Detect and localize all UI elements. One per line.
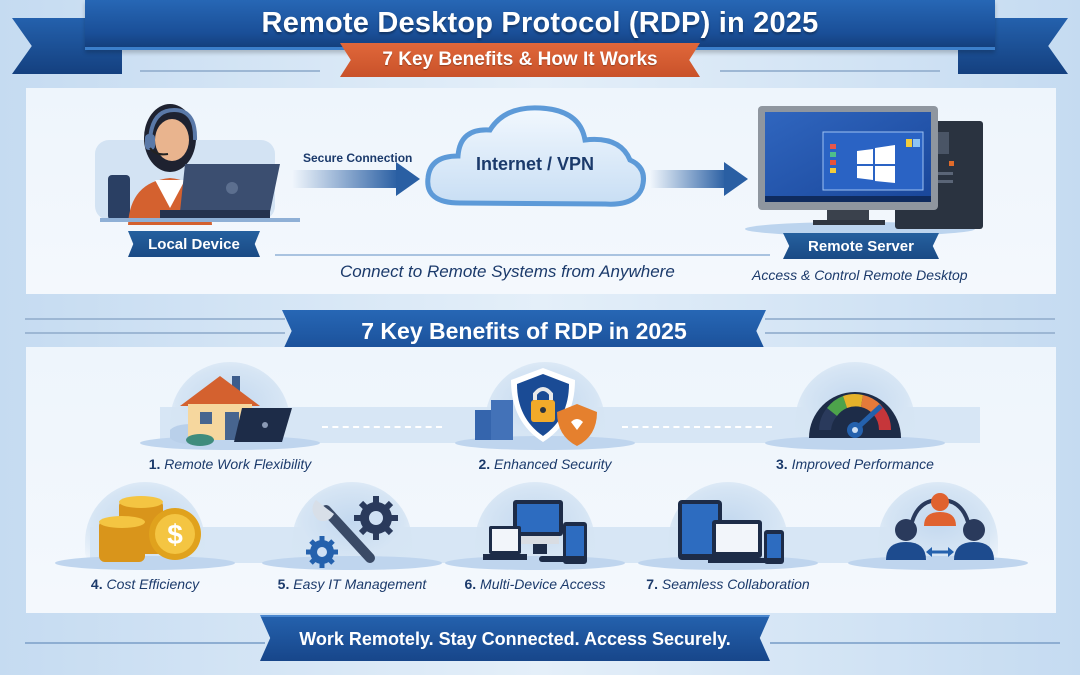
desktop-computer-icon bbox=[758, 106, 983, 229]
wrench-gears-icon bbox=[306, 496, 398, 568]
cloud-label: Internet / VPN bbox=[475, 154, 595, 174]
cloud-icon: Internet / VPN bbox=[420, 98, 650, 218]
benefit-item-2: 2. Enhanced Security bbox=[445, 362, 645, 482]
benefit-label: 5. Easy IT Management bbox=[277, 576, 427, 592]
arrow-right-icon bbox=[292, 162, 420, 196]
footer-banner: Work Remotely. Stay Connected. Access Se… bbox=[260, 615, 770, 661]
divider-line bbox=[275, 254, 770, 256]
subtitle-banner: 7 Key Benefits & How It Works bbox=[340, 43, 700, 77]
dashed-connector bbox=[322, 426, 442, 428]
house-laptop-icon bbox=[170, 376, 292, 446]
benefits-section-title: 7 Key Benefits of RDP in 2025 bbox=[282, 310, 766, 352]
multi-devices-icon bbox=[483, 500, 587, 564]
page-subtitle: 7 Key Benefits & How It Works bbox=[382, 49, 658, 70]
local-device-text: Local Device bbox=[148, 235, 240, 253]
remote-server-label: Remote Server bbox=[783, 233, 939, 259]
divider-line bbox=[765, 318, 1055, 320]
benefits-title-text: 7 Key Benefits of RDP in 2025 bbox=[361, 317, 687, 344]
dashed-connector bbox=[622, 426, 772, 428]
benefit-item-3: 3. Improved Performance bbox=[755, 362, 955, 482]
collaboration-illustration bbox=[838, 482, 1038, 572]
svg-text:$: $ bbox=[167, 519, 183, 550]
benefit-item-6: 6. Multi-Device Access bbox=[435, 482, 635, 602]
benefit-label: 6. Multi-Device Access bbox=[464, 576, 606, 592]
benefit-label: 2. Enhanced Security bbox=[478, 456, 612, 472]
page-title: Remote Desktop Protocol (RDP) in 2025 bbox=[261, 7, 819, 39]
benefit-item-5: 5. Easy IT Management bbox=[252, 482, 452, 602]
divider-line bbox=[770, 642, 1060, 644]
divider-line bbox=[25, 332, 285, 334]
divider-line bbox=[140, 70, 320, 72]
benefit-item-1: 1. Remote Work Flexibility bbox=[130, 362, 330, 482]
benefit-item-7: 7. Seamless Collaboration bbox=[628, 482, 828, 602]
benefit-label: 4. Cost Efficiency bbox=[90, 576, 200, 592]
tablet-laptop-phone-icon bbox=[678, 500, 784, 564]
benefit-label: 1. Remote Work Flexibility bbox=[148, 456, 312, 472]
divider-line bbox=[25, 318, 285, 320]
benefit-item-4: $ 4. Cost Efficiency bbox=[45, 482, 245, 602]
benefit-label: 3. Improved Performance bbox=[776, 456, 934, 472]
secure-connection-label: Secure Connection bbox=[303, 151, 413, 165]
remote-server-text: Remote Server bbox=[808, 237, 914, 255]
local-device-label: Local Device bbox=[128, 231, 260, 257]
team-collaboration-icon bbox=[886, 493, 994, 560]
remote-server-caption: Access & Control Remote Desktop bbox=[752, 267, 968, 283]
diagram-tagline: Connect to Remote Systems from Anywhere bbox=[340, 262, 675, 281]
shield-lock-icon bbox=[475, 368, 597, 446]
divider-line bbox=[720, 70, 940, 72]
divider-line bbox=[765, 332, 1055, 334]
footer-tagline: Work Remotely. Stay Connected. Access Se… bbox=[299, 628, 731, 649]
coins-dollar-icon: $ bbox=[99, 496, 201, 562]
arrow-right-icon bbox=[650, 162, 748, 196]
benefit-label: 7. Seamless Collaboration bbox=[646, 576, 810, 592]
title-banner: Remote Desktop Protocol (RDP) in 2025 bbox=[85, 0, 995, 50]
speedometer-icon bbox=[809, 392, 901, 438]
divider-line bbox=[25, 642, 265, 644]
person-with-laptop-icon bbox=[100, 104, 300, 225]
